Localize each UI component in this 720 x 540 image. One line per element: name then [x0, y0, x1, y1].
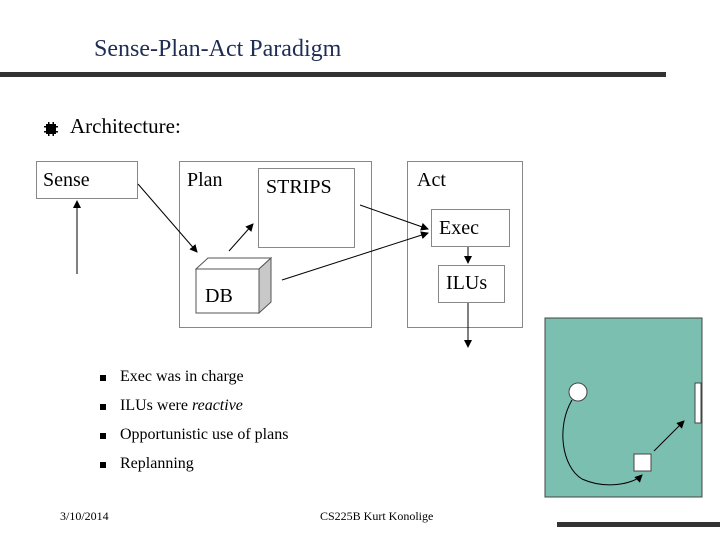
room-illustration: [544, 317, 703, 498]
bullet-item: ILUs were reactive: [100, 395, 288, 424]
robot-path-arrow: [562, 399, 643, 486]
sense-box: Sense: [36, 161, 138, 199]
act-label: Act: [417, 169, 446, 191]
reactive-emphasis: reactive: [191, 397, 243, 414]
square-bullet-icon: [100, 404, 106, 410]
footer-rule: [557, 522, 720, 527]
goal-square-icon: [633, 453, 652, 472]
strips-label: STRIPS: [266, 176, 332, 198]
goal-to-door-arrow: [653, 420, 685, 452]
footer-course: CS225B Kurt Konolige: [320, 509, 434, 523]
bullet-item: Exec was in charge: [100, 366, 288, 395]
bullet-item: Replanning: [100, 453, 288, 482]
exec-label: Exec: [439, 217, 479, 239]
slide-title: Sense-Plan-Act Paradigm: [94, 36, 342, 62]
hash-bullet-icon: [44, 122, 58, 136]
square-bullet-icon: [100, 433, 106, 439]
db-label: DB: [205, 285, 233, 307]
footer-date: 3/10/2014: [60, 509, 109, 523]
square-bullet-icon: [100, 462, 106, 468]
title-rule: [0, 72, 666, 77]
ilus-box: ILUs: [438, 265, 505, 303]
db-to-exec-arrow: [281, 231, 429, 281]
db-to-strips-arrow: [228, 223, 254, 252]
bullet-item: Opportunistic use of plans: [100, 424, 288, 453]
sense-label: Sense: [43, 169, 90, 191]
square-bullet-icon: [100, 375, 106, 381]
architecture-heading: Architecture:: [70, 114, 181, 138]
sense-to-db-arrow: [137, 183, 198, 253]
db-cube-icon: [195, 257, 273, 315]
strips-box: STRIPS: [258, 168, 355, 248]
exec-box: Exec: [431, 209, 510, 247]
ilus-label: ILUs: [446, 272, 488, 294]
door-icon: [694, 382, 702, 424]
bullet-list: Exec was in charge ILUs were reactive Op…: [100, 366, 288, 482]
robot-icon: [568, 382, 588, 402]
plan-label: Plan: [187, 169, 223, 191]
strips-to-exec-arrow: [359, 204, 429, 231]
